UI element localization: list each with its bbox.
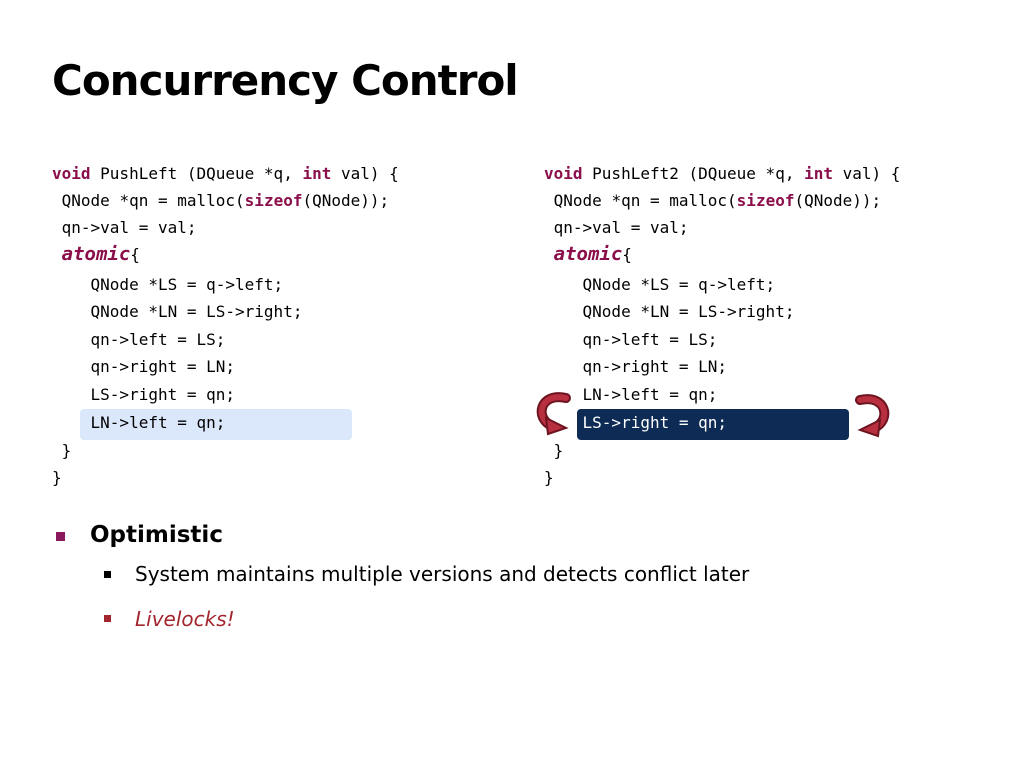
code-line-highlighted: LS->right = qn; [582, 413, 728, 432]
code-line: atomic{ [553, 243, 632, 265]
curved-swap-arrow-icon [536, 392, 571, 436]
code-line: QNode *qn = malloc(sizeof(QNode)); [61, 191, 390, 210]
code-line: atomic{ [61, 243, 140, 265]
code-line: } [553, 441, 564, 460]
bullet-level1-text: Optimistic [90, 522, 223, 548]
bullet-square-icon [104, 571, 111, 578]
code-line: qn->val = val; [553, 218, 689, 237]
slide-title: Concurrency Control [52, 56, 519, 105]
code-line: QNode *LS = q->left; [90, 275, 284, 294]
code-line: qn->val = val; [61, 218, 197, 237]
bullet-square-icon [56, 532, 65, 541]
code-line: qn->right = LN; [582, 357, 728, 376]
highlighted-line-left [80, 409, 352, 440]
code-line: LN->left = qn; [582, 385, 718, 404]
code-line: qn->left = LS; [90, 330, 226, 349]
bullet-level2-text: System maintains multiple versions and d… [135, 562, 750, 586]
code-line: QNode *LN = LS->right; [582, 302, 795, 321]
code-line: } [544, 468, 554, 487]
code-line: QNode *qn = malloc(sizeof(QNode)); [553, 191, 882, 210]
code-line: QNode *LN = LS->right; [90, 302, 303, 321]
code-line: } [61, 441, 72, 460]
curved-swap-arrow-icon [855, 394, 890, 438]
bullet-level2-text: Livelocks! [135, 607, 235, 631]
code-line: void PushLeft (DQueue *q, int val) { [52, 164, 399, 183]
code-line: qn->left = LS; [582, 330, 718, 349]
bullet-square-icon [104, 615, 111, 622]
code-line-highlighted: LN->left = qn; [90, 413, 226, 432]
highlighted-line-right [577, 409, 849, 440]
code-line: QNode *LS = q->left; [582, 275, 776, 294]
code-line: } [52, 468, 62, 487]
code-line: qn->right = LN; [90, 357, 236, 376]
code-line: void PushLeft2 (DQueue *q, int val) { [544, 164, 901, 183]
code-line: LS->right = qn; [90, 385, 236, 404]
